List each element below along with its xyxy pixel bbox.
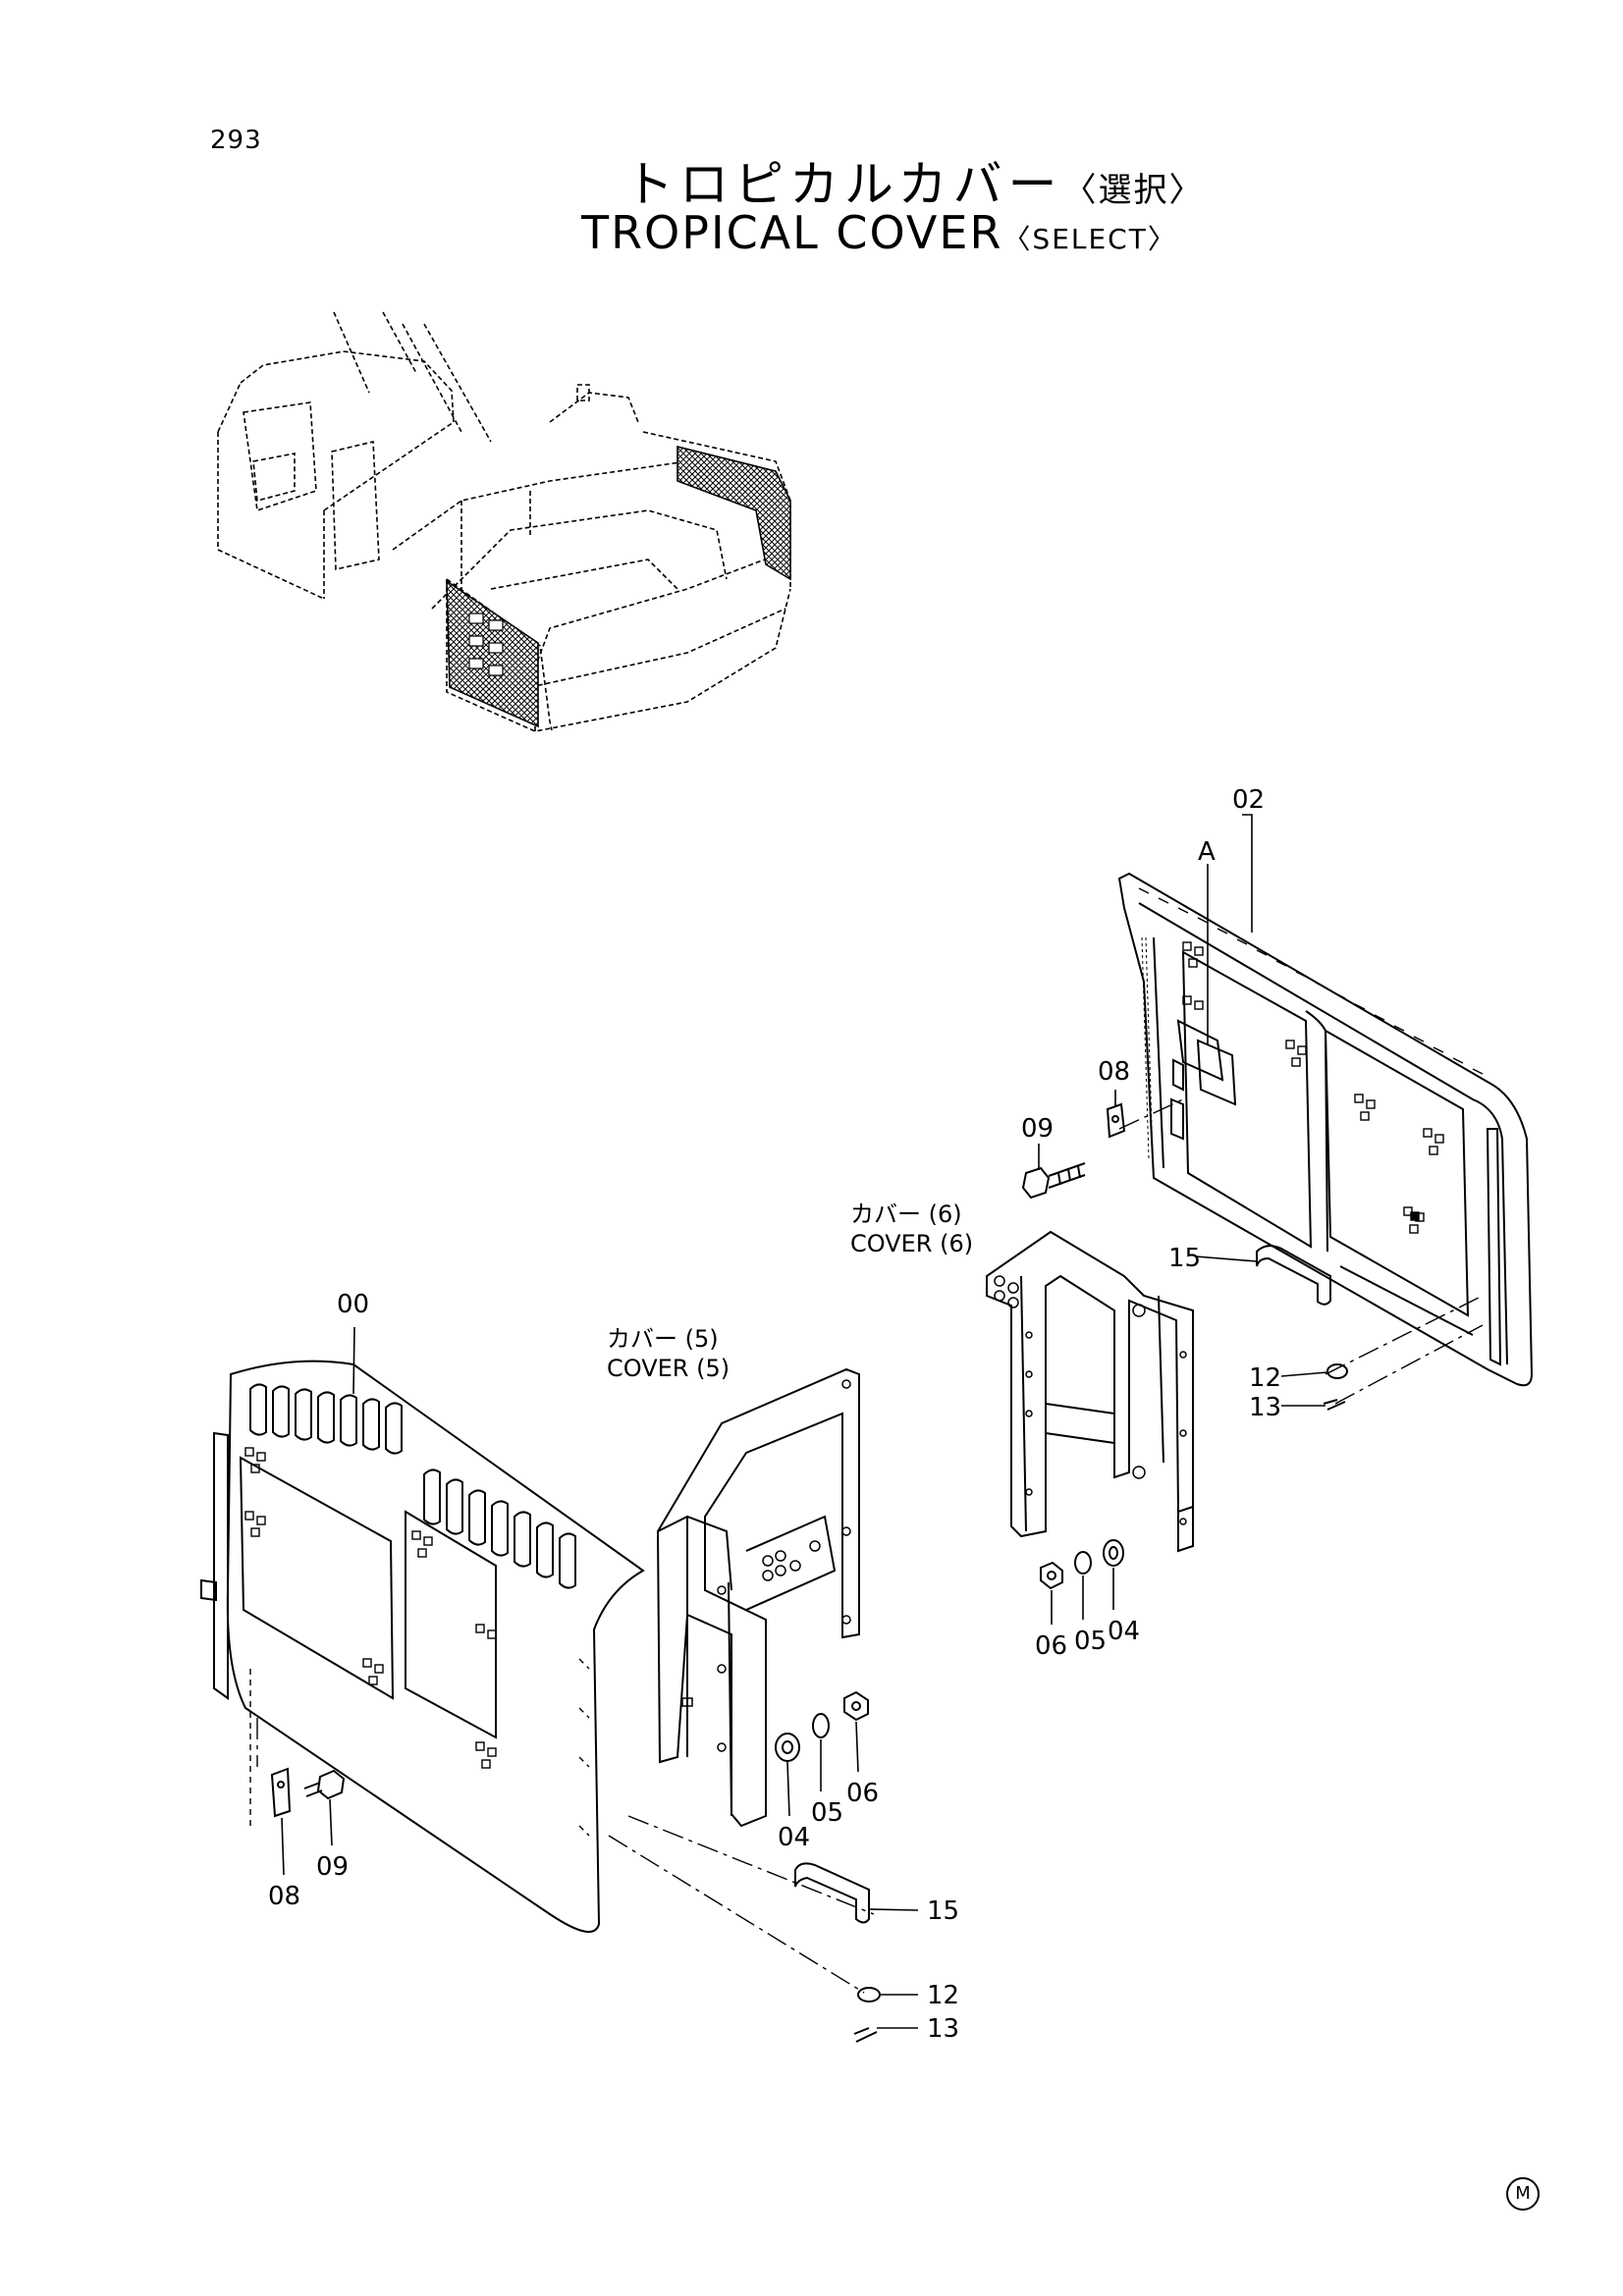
callout-06-bot: 06 — [846, 1779, 879, 1808]
callout-A: A — [1198, 837, 1216, 867]
callout-13-top: 13 — [1249, 1393, 1281, 1422]
callout-12-bot: 12 — [927, 1981, 959, 2010]
nut-06-bot — [843, 1690, 869, 1722]
excavator-mesh-details — [468, 613, 504, 676]
cover-02-ridges — [1138, 887, 1484, 1075]
title-en-select: 〈SELECT〉 — [1002, 223, 1177, 255]
callout-15-bot: 15 — [927, 1896, 959, 1926]
callout-13-bot: 13 — [927, 2014, 959, 2044]
washer-04-bot — [775, 1733, 800, 1762]
callout-09-bot: 09 — [316, 1852, 349, 1882]
rivet-13-bot — [853, 2027, 878, 2043]
bracket-A — [1170, 1019, 1237, 1141]
cover-02-hole-pattern — [1182, 941, 1444, 1234]
callout-00: 00 — [337, 1290, 369, 1319]
cover-6-bolts — [994, 1275, 1187, 1525]
caption-cover-6-jp: カバー (6) — [850, 1201, 962, 1228]
leader-lines — [281, 814, 1328, 2029]
cover-02-hatching — [1141, 936, 1154, 1159]
cover-00-hole-pattern — [244, 1447, 497, 1769]
cover-00-louvers — [249, 1383, 576, 1589]
caption-cover-6-en: COVER (6) — [850, 1230, 973, 1257]
bolt-09-bot — [303, 1769, 346, 1800]
lock-washer-05-bot — [812, 1713, 830, 1738]
callout-09-top: 09 — [1021, 1114, 1054, 1144]
page-number: 293 — [210, 126, 262, 155]
bracket-08-bot — [270, 1767, 292, 1818]
title-jp-select: 〈選択〉 — [1062, 171, 1205, 210]
excavator-mesh-panels — [446, 445, 791, 728]
callout-08-bot: 08 — [268, 1882, 300, 1911]
title-english: TROPICAL COVER〈SELECT〉 — [581, 206, 1177, 259]
handle-15-top — [1256, 1245, 1331, 1306]
bracket-08-top — [1106, 1102, 1126, 1139]
callout-04-bot: 04 — [778, 1823, 810, 1852]
title-en-main: TROPICAL COVER — [581, 206, 1003, 259]
rivet-13-top — [1323, 1399, 1346, 1411]
caption-cover-5-en: COVER (5) — [607, 1355, 730, 1382]
cover-6-frame — [986, 1230, 1194, 1553]
caption-cover-5-jp: カバー (5) — [607, 1325, 719, 1353]
callout-05-bot: 05 — [811, 1798, 843, 1828]
cover-5-frame — [656, 1367, 860, 1828]
callout-06-top: 06 — [1035, 1631, 1067, 1661]
cover-panel-00 — [200, 1360, 645, 1933]
cover-5-bolts — [681, 1379, 851, 1752]
circled-m-mark: M — [1506, 2177, 1540, 2211]
callout-05-top: 05 — [1074, 1627, 1107, 1656]
assembly-lines — [256, 1098, 1484, 1994]
lock-washer-05-top — [1074, 1551, 1092, 1575]
callout-08-top: 08 — [1098, 1057, 1130, 1087]
callout-12-top: 12 — [1249, 1363, 1281, 1393]
title-jp-main: トロピカルカバー — [624, 156, 1063, 213]
callout-04-top: 04 — [1108, 1617, 1140, 1646]
washer-04-top — [1103, 1539, 1124, 1567]
nut-06-top — [1040, 1561, 1063, 1590]
cover-00-hidden-lines — [249, 1658, 590, 1837]
handle-15-bot — [794, 1862, 870, 1924]
bolt-09-top — [1021, 1162, 1086, 1200]
cover-panel-02 — [1117, 872, 1534, 1387]
callout-02: 02 — [1232, 785, 1265, 815]
washer-12-bot — [857, 1987, 881, 2002]
title-japanese: トロピカルカバー〈選択〉 — [624, 145, 1205, 216]
callout-15-top: 15 — [1168, 1244, 1201, 1273]
washer-12-top — [1326, 1363, 1348, 1379]
